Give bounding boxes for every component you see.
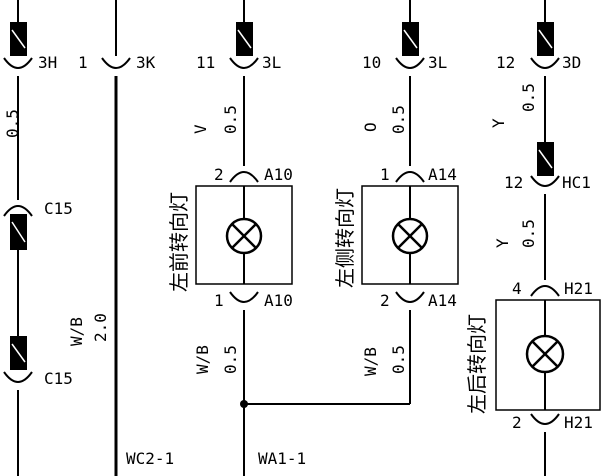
- connector-pin-label: 1: [380, 165, 390, 184]
- column-5: 12 3D Y 0.5 12 HC1 Y 0.5 4 H21 左后转向灯 2 H…: [465, 0, 601, 476]
- lamp-cross-circle-icon: [525, 334, 565, 374]
- connector-arc: [229, 291, 259, 303]
- connector-arc: [395, 57, 425, 69]
- connector-label-3L: 3L: [262, 53, 281, 72]
- harness-label-WC2-1: WC2-1: [126, 449, 174, 468]
- connector-label-C15-2: C15: [44, 369, 73, 388]
- connector-label-H21: H21: [564, 279, 593, 298]
- connector-arc: [3, 205, 33, 217]
- column-4: 10 3L O 0.5 1 A14 左侧转向灯 2 A14 W/B 0.5: [333, 0, 459, 404]
- connector-arc: [530, 175, 560, 187]
- connector-block-stripe: [538, 149, 553, 169]
- wire-size-label: 0.5: [519, 219, 538, 248]
- connector-pin-label: 2: [380, 291, 390, 310]
- connector-pin-label: 4: [512, 279, 522, 298]
- wire-color-label: V: [191, 124, 210, 134]
- connector-arc: [530, 413, 560, 425]
- connector-pin-label: 12: [496, 53, 515, 72]
- wire-size-label: 0.5: [3, 109, 22, 138]
- wire-size-label: 0.5: [519, 83, 538, 112]
- connector-arc: [530, 285, 560, 297]
- connector-arc: [229, 171, 259, 183]
- connector-block-stripe: [11, 29, 26, 49]
- connector-label-A14: A14: [428, 165, 457, 184]
- connector-pin-label: 1: [214, 291, 224, 310]
- wire-color-label: W/B: [193, 345, 212, 374]
- wire-color-label: W/B: [361, 347, 380, 376]
- connector-block-stripe: [11, 221, 26, 243]
- connector-block-stripe: [403, 29, 418, 49]
- connector-label-A10: A10: [264, 165, 293, 184]
- component-label-lamp1: 左前转向灯: [167, 192, 191, 292]
- connector-label-3K: 3K: [136, 53, 156, 72]
- connector-arc: [395, 171, 425, 183]
- connector-pin-label: 1: [78, 53, 88, 72]
- wire-size-label: 2.0: [91, 313, 110, 342]
- wire-size-label: 0.5: [389, 105, 408, 134]
- connector-label-3L-2: 3L: [428, 53, 447, 72]
- wire-size-label: 0.5: [221, 105, 240, 134]
- connector-arc: [3, 57, 33, 69]
- column-1: 3H 0.5 C15 C15: [3, 0, 73, 476]
- lamp-cross-circle-icon: [391, 217, 429, 255]
- connector-label-A14-2: A14: [428, 291, 457, 310]
- component-label-lamp2: 左侧转向灯: [333, 188, 357, 288]
- connector-label-HC1: HC1: [562, 173, 591, 192]
- connector-arc: [101, 57, 131, 69]
- connector-block-stripe: [538, 29, 553, 49]
- connector-arc: [229, 57, 259, 69]
- wire-color-label: O: [361, 122, 380, 132]
- connector-arc: [395, 291, 425, 303]
- connector-arc: [530, 57, 560, 69]
- connector-label-3H: 3H: [38, 53, 57, 72]
- connector-pin-label: 11: [196, 53, 215, 72]
- column-2: 1 3K W/B 2.0 WC2-1: [67, 0, 174, 476]
- connector-label-H21-2: H21: [564, 413, 593, 432]
- wire-color-label: Y: [489, 118, 508, 128]
- lamp-cross-circle-icon: [225, 217, 263, 255]
- connector-pin-label: 2: [512, 413, 522, 432]
- connector-label-3D: 3D: [562, 53, 581, 72]
- column-3: 11 3L V 0.5 2 A10 左前转向灯 1 A10 W/B 0.5 WA…: [167, 0, 410, 476]
- connector-block-stripe: [11, 343, 26, 363]
- harness-label-WA1-1: WA1-1: [258, 449, 306, 468]
- connector-pin-label: 2: [214, 165, 224, 184]
- connector-label-C15: C15: [44, 199, 73, 218]
- connector-pin-label: 10: [362, 53, 381, 72]
- connector-arc: [3, 371, 33, 383]
- wire-size-label: 0.5: [389, 345, 408, 374]
- connector-label-A10-2: A10: [264, 291, 293, 310]
- wire-color-label: Y: [493, 238, 512, 248]
- connector-pin-label: 12: [504, 173, 523, 192]
- wire-color-label: W/B: [67, 317, 86, 346]
- connector-block-stripe: [237, 29, 252, 49]
- wire-size-label: 0.5: [221, 345, 240, 374]
- component-label-lamp3: 左后转向灯: [465, 314, 489, 414]
